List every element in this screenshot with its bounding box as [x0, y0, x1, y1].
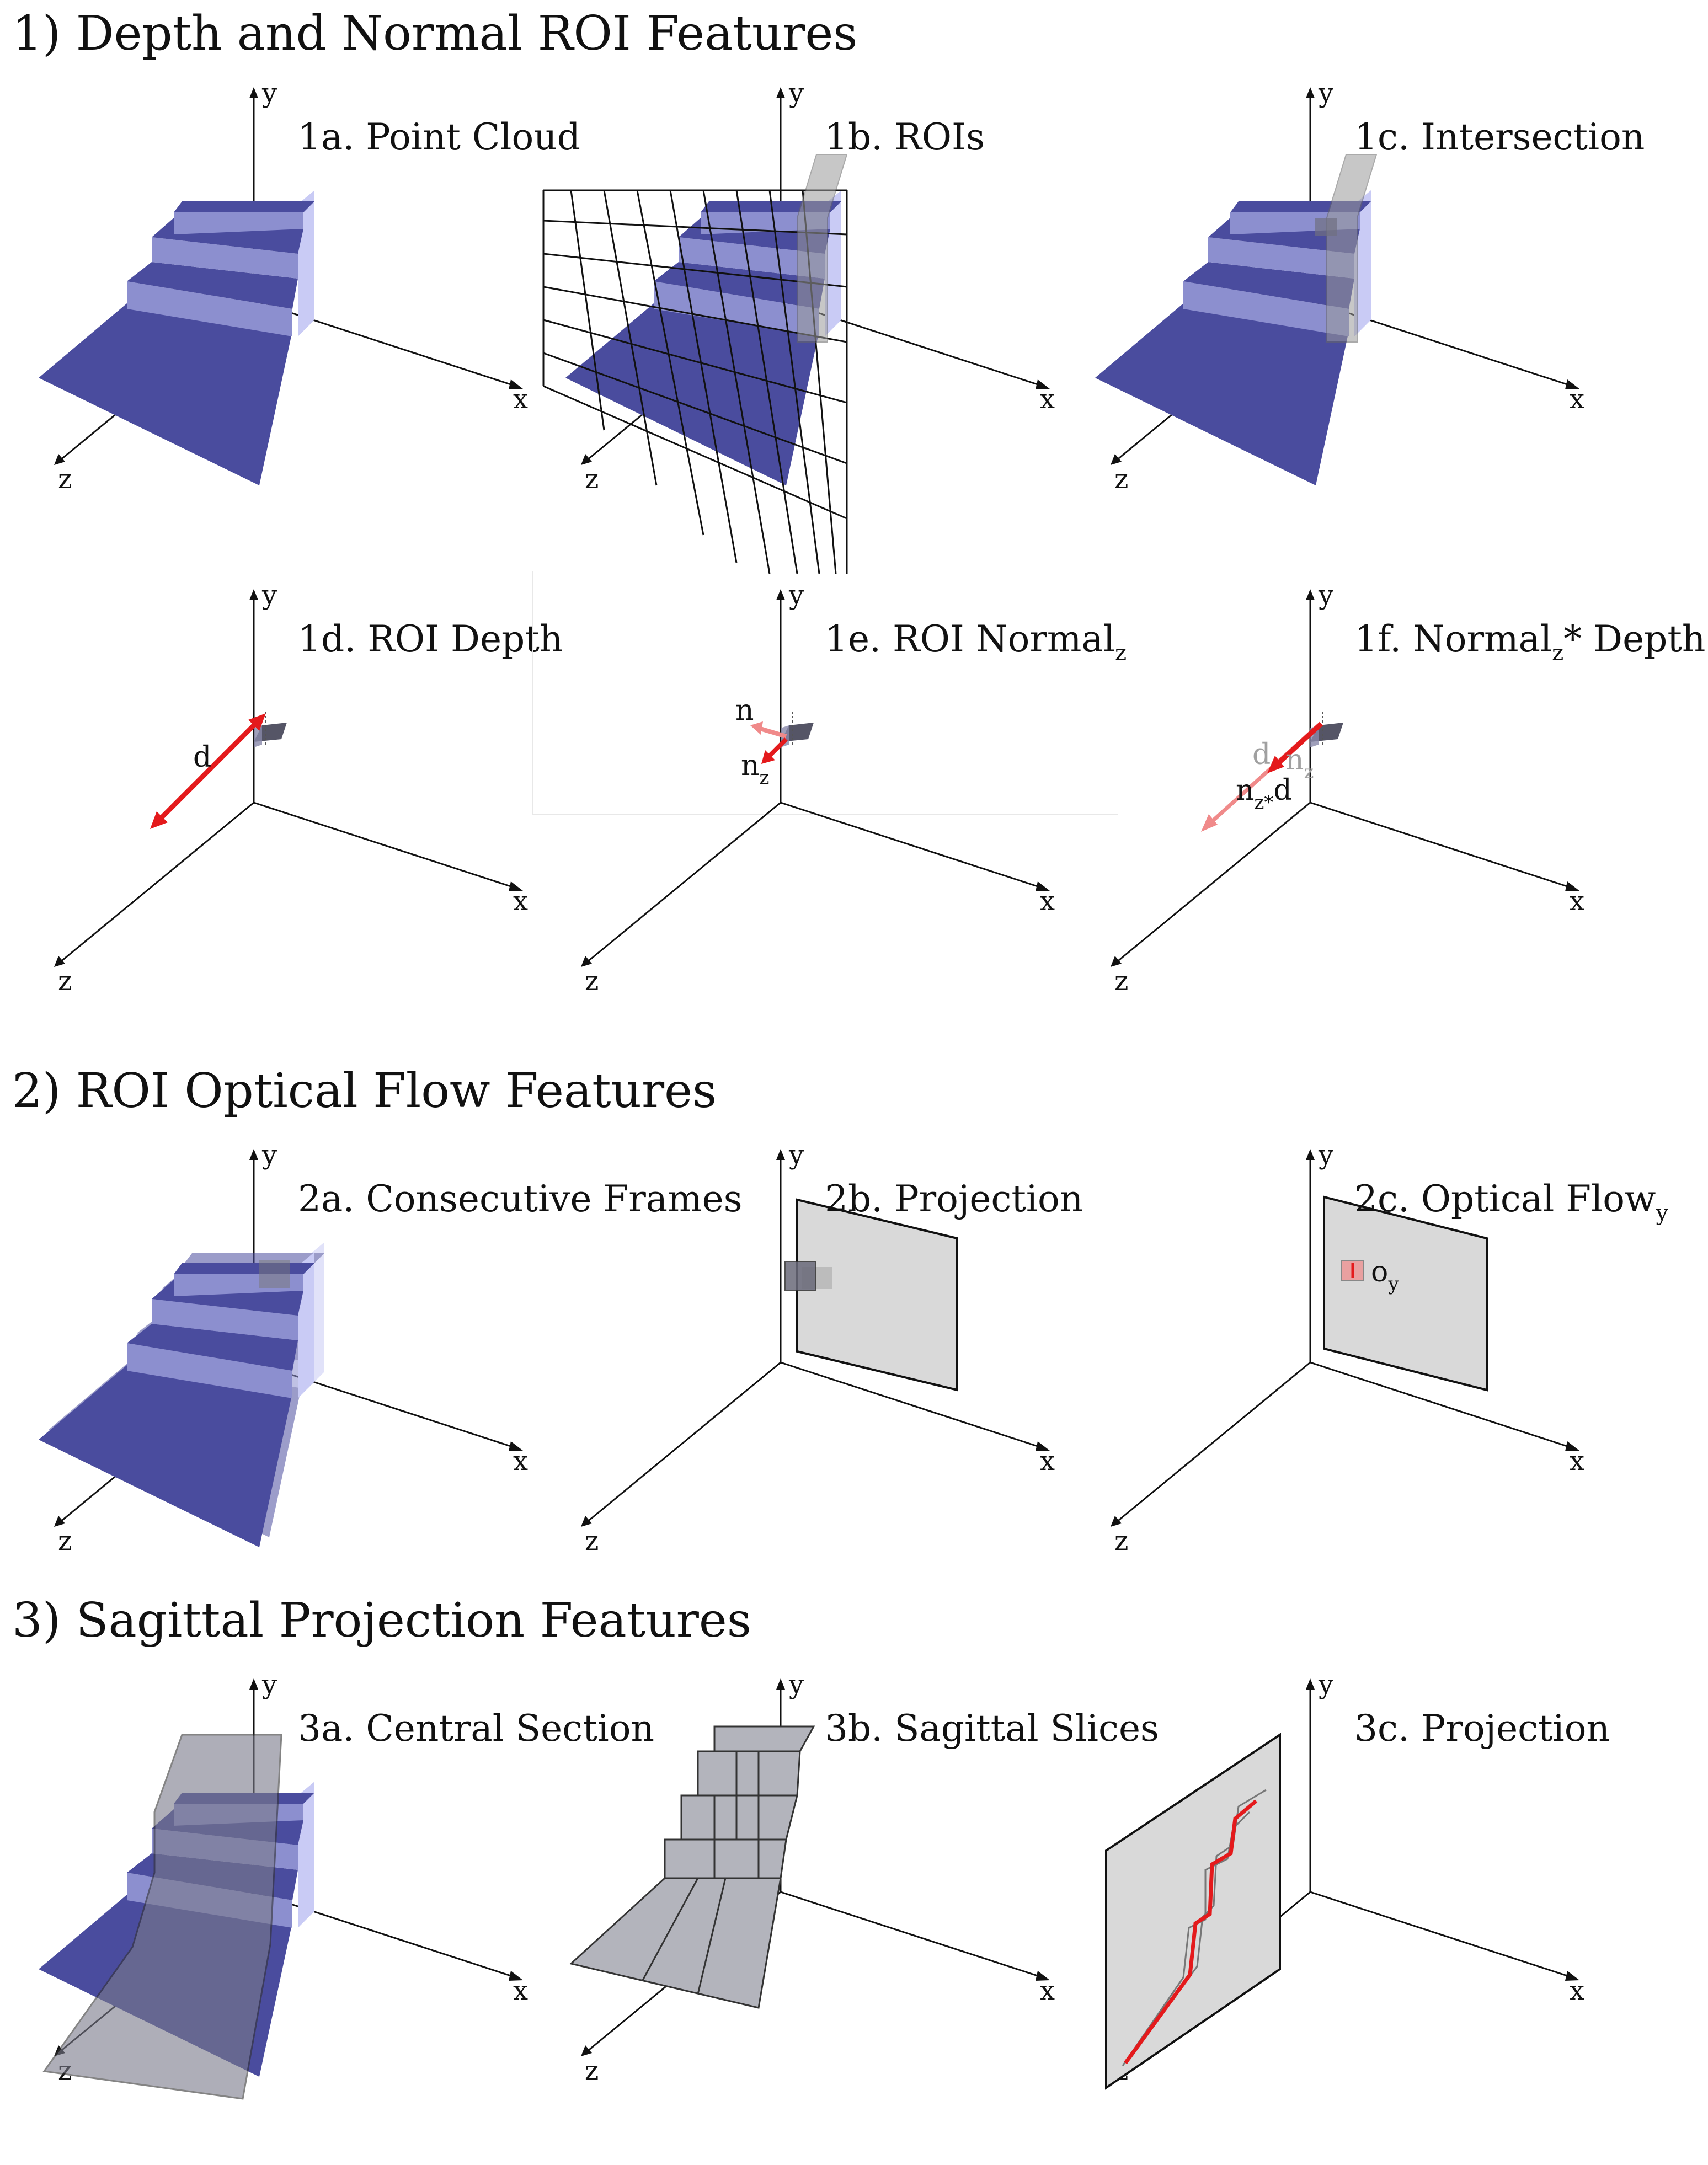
panel-1f-title: 1f. Normalz* Depth: [1354, 618, 1706, 666]
panel-2c-title: 2c. Optical Flowy: [1354, 1178, 1669, 1226]
panel-1e-figure: n nz: [580, 579, 1056, 998]
panel-1d-title: 1d. ROI Depth: [298, 618, 563, 660]
panel-2b-figure: [580, 1138, 1056, 1558]
intersection-cube: [1315, 218, 1337, 236]
depth-arrow-light-head: [1201, 814, 1218, 832]
projection-plane: [796, 1198, 958, 1392]
panel-3b-figure: [569, 1668, 1056, 2087]
label-nz-faded: nz: [1285, 744, 1314, 783]
panel-2b: 2b. Projection: [538, 1138, 1083, 1635]
sagittal-slices: [569, 1725, 815, 2009]
panel-1c-figure: [1095, 77, 1586, 496]
central-profile-red: [1124, 1799, 1258, 2065]
section-title-3: 3) Sagittal Projection Features: [12, 1593, 751, 1648]
depth-arrow-head-start: [248, 713, 266, 731]
roi-cube-ghost: [259, 1260, 290, 1288]
panel-1b-title: 1b. ROIs: [825, 116, 985, 158]
panel-1a: 1a. Point Cloud: [11, 77, 580, 574]
panel-3a: 3a. Central Section: [11, 1668, 654, 2165]
normal-arrow-nz-head: [761, 750, 775, 764]
sagittal-projection-plane: [1105, 1733, 1281, 2090]
panel-3c: 3c. Projection: [1068, 1668, 1610, 2165]
depth-arrow: [152, 715, 264, 827]
panel-2c: oy 2c. Optical Flowy: [1068, 1138, 1668, 1635]
panel-3b: 3b. Sagittal Slices: [538, 1668, 1159, 2165]
label-d-faded: d: [1252, 738, 1271, 771]
panel-1c: 1c. Intersection: [1068, 77, 1645, 574]
panel-1b: 1b. ROIs: [538, 77, 1068, 574]
panel-3a-title: 3a. Central Section: [298, 1707, 654, 1750]
nz-arrow-head: [1267, 756, 1284, 773]
label-oy: oy: [1371, 1255, 1399, 1295]
normal-arrow-n-head: [750, 721, 763, 735]
central-section: [42, 1734, 282, 2100]
label-nz: nz: [741, 749, 769, 789]
panel-3c-title: 3c. Projection: [1354, 1707, 1610, 1750]
label-n: n: [735, 694, 754, 727]
roi-grid: [542, 189, 848, 574]
section-title-1: 1) Depth and Normal ROI Features: [12, 6, 858, 61]
panel-1b-figure: [542, 77, 1056, 574]
highlight-frame: [532, 571, 1118, 815]
panel-2a: 2a. Consecutive Frames: [11, 1138, 743, 1635]
slice-profile-gray-2: [1130, 1789, 1267, 2058]
optical-flow-plane: [1323, 1195, 1488, 1392]
panel-1c-title: 1c. Intersection: [1354, 116, 1645, 158]
panel-1f-figure: d nz nz*d: [1109, 579, 1586, 998]
section-title-2: 2) ROI Optical Flow Features: [12, 1063, 717, 1119]
normal-arrow-n: [757, 726, 787, 739]
panel-3c-figure: [1105, 1668, 1586, 2090]
panel-1e: n nz 1e. ROI Normalz: [532, 571, 1127, 1076]
panel-1d-figure: d: [53, 579, 529, 998]
roi-cube-2b: [784, 1261, 816, 1291]
panel-2c-figure: oy: [1109, 1138, 1586, 1558]
panel-2a-title: 2a. Consecutive Frames: [298, 1178, 743, 1220]
panel-2b-title: 2b. Projection: [825, 1178, 1083, 1220]
label-d: d: [193, 741, 211, 774]
panel-1f: d nz nz*d 1f. Normalz* Depth: [1068, 579, 1705, 1076]
panel-1e-title: 1e. ROI Normalz: [825, 618, 1127, 666]
panel-2a-figure: [39, 1138, 529, 1558]
panel-3b-title: 3b. Sagittal Slices: [825, 1707, 1159, 1750]
label-nz-times-d: nz*d: [1236, 774, 1292, 814]
nz-arrow: [1272, 721, 1323, 769]
panel-1a-title: 1a. Point Cloud: [298, 116, 580, 158]
panel-3a-figure: [39, 1668, 529, 2100]
panel-1d: d 1d. ROI Depth: [11, 579, 563, 1076]
depth-arrow-head-end: [150, 811, 168, 829]
